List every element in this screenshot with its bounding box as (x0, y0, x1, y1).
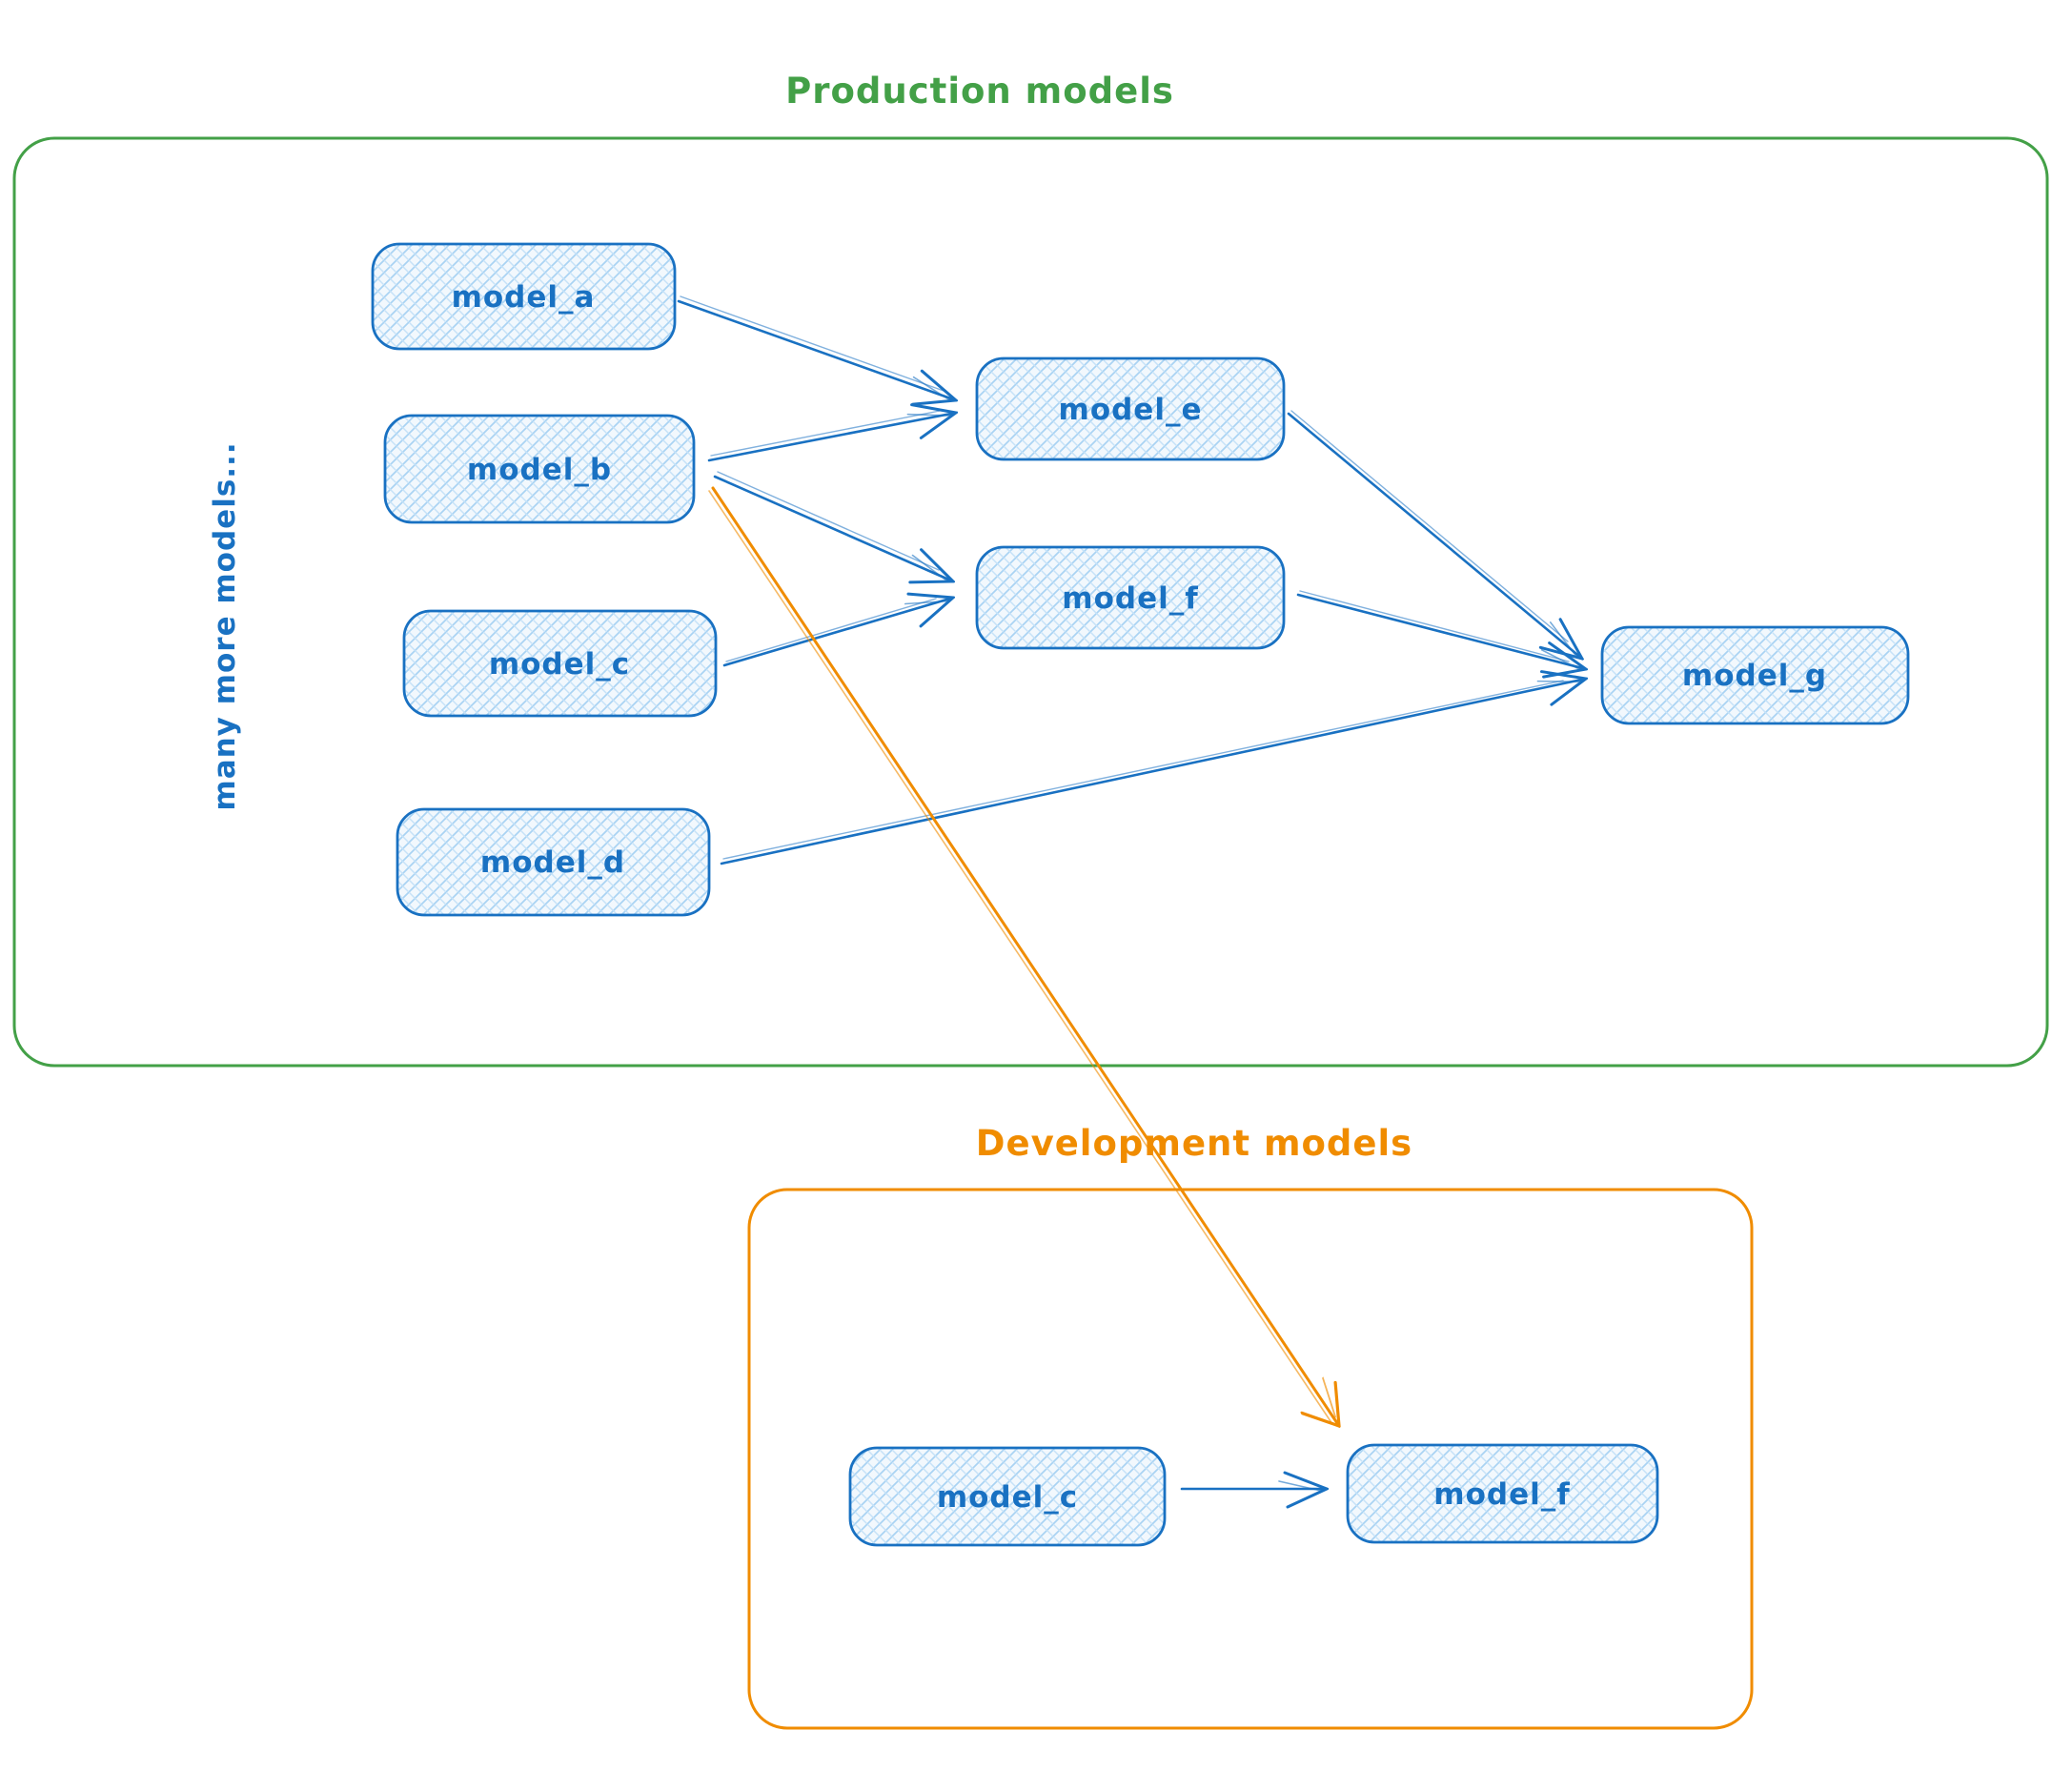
node-development-model-c-label: model_c (937, 1480, 1078, 1515)
node-model-f: model_f (975, 545, 1286, 650)
edge-model-a-to-model-e (677, 295, 956, 400)
node-model-c-label: model_c (489, 647, 630, 682)
node-model-c: model_c (402, 609, 718, 718)
node-model-b: model_b (383, 414, 696, 524)
development-container-title: Development models (976, 1123, 1412, 1164)
node-model-d-label: model_d (480, 845, 625, 880)
node-development-model-f-label: model_f (1433, 1477, 1570, 1512)
many-more-models-note: many more models... (208, 441, 242, 810)
edge-model-f-to-model-g (1296, 590, 1586, 669)
node-model-e-label: model_e (1059, 393, 1203, 427)
node-development-model-f: model_f (1346, 1443, 1659, 1544)
node-model-a-label: model_a (452, 280, 596, 315)
node-model-g-label: model_g (1682, 659, 1827, 693)
production-container-title: Production models (785, 71, 1174, 112)
edge-model-c-to-model-f (722, 598, 953, 667)
node-model-b-label: model_b (467, 453, 612, 487)
production-container (12, 136, 2049, 1068)
edge-model-e-to-model-g (1287, 410, 1582, 659)
edge-model-b-to-model-e (707, 411, 956, 462)
node-development-model-c: model_c (848, 1446, 1167, 1547)
node-model-a: model_a (371, 242, 677, 351)
edge-model-b-to-model-f (713, 471, 953, 581)
node-model-f-label: model_f (1062, 581, 1198, 616)
edge-model-b-to-development-model-f (708, 486, 1339, 1426)
development-container (747, 1188, 1754, 1730)
node-model-g: model_g (1600, 625, 1910, 725)
edge-model-d-to-model-g (720, 679, 1586, 865)
node-model-d: model_d (396, 807, 711, 917)
node-model-e: model_e (975, 356, 1286, 461)
